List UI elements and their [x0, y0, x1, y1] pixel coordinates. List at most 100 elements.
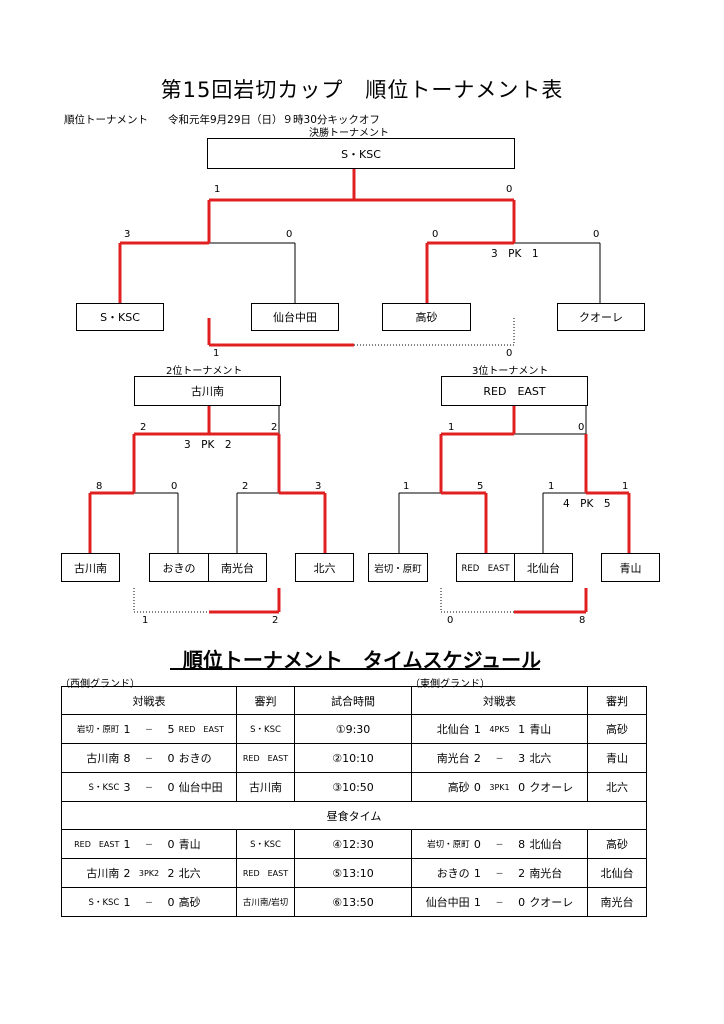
third-score-third-left: 0	[447, 615, 454, 626]
match-time: ①9:30	[294, 714, 412, 744]
score-b: 0	[518, 895, 526, 909]
team-box: 北六	[295, 553, 354, 582]
west-referee: 古川南/岩切	[236, 887, 295, 917]
east-referee: 南光台	[587, 887, 647, 917]
team-a: 仙台中田	[425, 896, 470, 909]
score-a: 1	[473, 722, 481, 736]
east-referee: 高砂	[587, 714, 647, 744]
west-ground-label: （西側グランド）	[60, 679, 140, 690]
team-a: 高砂	[447, 781, 470, 794]
second-pk-score: 3 PK 2	[184, 439, 232, 451]
team-a: 古川南	[86, 752, 120, 765]
match-time: ④12:30	[294, 829, 412, 859]
team-a: 古川南	[86, 867, 120, 880]
match-time: ⑤13:10	[294, 858, 412, 888]
team-b: おきの	[178, 752, 212, 765]
match-separator: －	[495, 839, 504, 849]
final-pk-score: 3 PK 1	[491, 248, 539, 260]
score-a: 1	[473, 866, 481, 880]
score-b: 0	[167, 751, 175, 765]
final-score-third-right: 0	[506, 348, 513, 359]
third-winner-box: RED EAST	[441, 376, 588, 406]
schedule-header-row: 対戦表 審判 試合時間 対戦表 審判	[61, 686, 647, 715]
team-b: クオーレ	[529, 896, 574, 909]
third-score-top-left: 1	[448, 422, 455, 433]
third-score-top-right: 0	[578, 422, 585, 433]
team-a: 北仙台	[436, 723, 470, 736]
east-referee: 青山	[587, 743, 647, 773]
team-box: 仙台中田	[251, 303, 339, 331]
second-score-sf1-right: 0	[171, 481, 178, 492]
team-a: S・KSC	[88, 898, 120, 908]
team-box: 古川南	[61, 553, 120, 582]
east-referee: 北仙台	[587, 858, 647, 888]
score-a: 0	[473, 780, 481, 794]
team-a: S・KSC	[88, 783, 120, 793]
team-box: S・KSC	[76, 303, 164, 331]
final-label: 決勝トーナメント	[309, 128, 389, 139]
team-box: RED EAST	[456, 553, 515, 582]
team-b: 青山	[178, 838, 201, 851]
final-score-sf1-left: 3	[124, 229, 131, 240]
score-a: 1	[123, 837, 131, 851]
score-a: 1	[123, 895, 131, 909]
team-box: 南光台	[208, 553, 267, 582]
team-box: 岩切・原町	[368, 553, 428, 582]
west-referee: S・KSC	[236, 829, 295, 859]
third-score-sf1-left: 1	[403, 481, 410, 492]
east-referee: 北六	[587, 772, 647, 802]
header-cell: 試合時間	[294, 686, 412, 715]
match-separator: 3PK2	[138, 868, 160, 878]
team-a: 岩切・原町	[76, 725, 120, 735]
second-score-sf2-right: 3	[315, 481, 322, 492]
second-score-third-right: 2	[272, 615, 279, 626]
team-a: 南光台	[436, 752, 470, 765]
second-score-sf2-left: 2	[242, 481, 249, 492]
lunch-row: 昼食タイム	[61, 801, 647, 830]
score-a: 0	[473, 837, 481, 851]
second-score-third-left: 1	[142, 615, 149, 626]
team-b: 北仙台	[529, 838, 563, 851]
score-b: 0	[518, 780, 526, 794]
score-a: 1	[123, 722, 131, 736]
team-b: 青山	[529, 723, 552, 736]
score-a: 3	[123, 780, 131, 794]
subtitle-date: 令和元年9月29日（日）９時30分キックオフ	[168, 114, 380, 126]
final-score-sf2-right: 0	[593, 229, 600, 240]
final-score-top-right: 0	[506, 184, 513, 195]
team-b: 高砂	[178, 896, 201, 909]
match-separator: －	[495, 897, 504, 907]
final-score-top-left: 1	[214, 184, 221, 195]
header-cell: 審判	[236, 686, 295, 715]
header-cell: 対戦表	[411, 686, 588, 715]
third-label: 3位トーナメント	[472, 366, 549, 377]
score-a: 2	[473, 751, 481, 765]
match-separator: －	[145, 897, 153, 907]
final-score-sf1-right: 0	[286, 229, 293, 240]
score-a: 1	[473, 895, 481, 909]
team-box: クオーレ	[557, 303, 645, 331]
score-a: 2	[123, 866, 131, 880]
match-separator: 3PK1	[489, 782, 510, 792]
final-score-sf2-left: 0	[432, 229, 439, 240]
second-winner-box: 古川南	[134, 376, 281, 406]
schedule-title-underline	[170, 668, 540, 670]
team-a: おきの	[436, 867, 470, 880]
